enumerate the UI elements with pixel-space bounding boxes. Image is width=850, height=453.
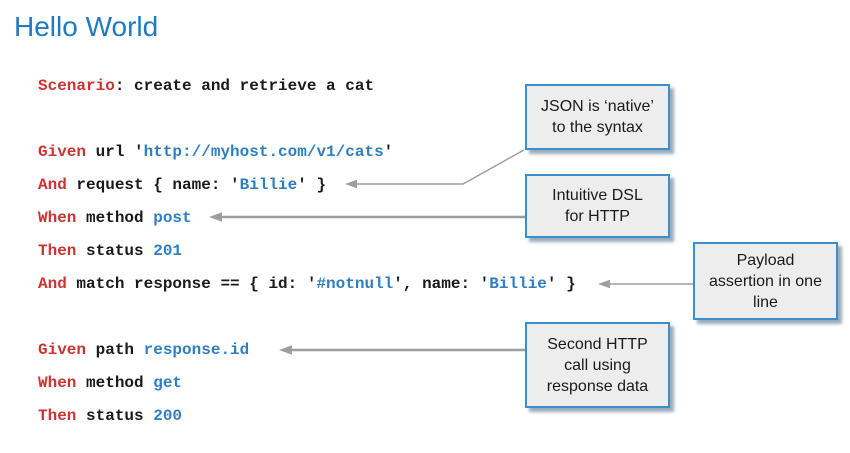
code-keyword: And [38, 176, 67, 194]
code-value: Billie [489, 275, 547, 293]
code-text: ', name: ' [393, 275, 490, 293]
code-value: 200 [153, 407, 183, 425]
code-keyword: When [38, 374, 77, 392]
code-text: status [76, 242, 154, 260]
code-value: http://myhost.com/v1/cats [143, 143, 384, 161]
code-text: url ' [86, 143, 144, 161]
connector-json-native [345, 149, 525, 189]
code-block: Scenario: create and retrieve a cat Give… [38, 70, 576, 433]
code-text: match response == { id: ' [66, 275, 317, 293]
code-text: request { name: ' [66, 176, 240, 194]
callout-intuitive-dsl: Intuitive DSL for HTTP [525, 174, 670, 238]
arrowhead-left-icon [209, 212, 222, 222]
code-keyword: Then [38, 242, 77, 260]
arrowhead-left-icon [345, 179, 357, 189]
code-text: ' } [546, 275, 576, 293]
arrowhead-left-icon [279, 345, 292, 355]
code-line: Scenario: create and retrieve a cat [38, 70, 576, 103]
code-value: #notnull [316, 275, 394, 293]
arrowhead-left-icon [598, 279, 610, 289]
code-keyword: Then [38, 407, 77, 425]
code-text: : create and retrieve a cat [114, 77, 375, 95]
code-line: Then status 201 [38, 235, 576, 268]
code-line: Then status 200 [38, 400, 576, 433]
code-text: ' } [297, 176, 327, 194]
code-keyword: And [38, 275, 67, 293]
code-keyword: Given [38, 143, 87, 161]
connector-payload-assertion [598, 279, 694, 289]
code-value: 201 [153, 242, 183, 260]
code-text: path [86, 341, 144, 359]
code-keyword: Scenario [38, 77, 115, 95]
callout-json-native: JSON is ‘native’ to the syntax [525, 84, 670, 150]
code-keyword: Given [38, 341, 87, 359]
code-value: post [153, 209, 192, 227]
code-line: Given url 'http://myhost.com/v1/cats' [38, 136, 576, 169]
code-text: method [76, 374, 154, 392]
connector-second-call [279, 345, 525, 355]
connector-intuitive-dsl [209, 212, 525, 222]
code-text: ' [383, 143, 394, 161]
code-keyword: When [38, 209, 77, 227]
code-value: Billie [239, 176, 298, 194]
callout-payload-assertion: Payload assertion in one line [693, 242, 838, 320]
code-text: status [76, 407, 154, 425]
code-value: response.id [143, 341, 250, 359]
code-line: Given path response.id [38, 334, 576, 367]
code-line: And request { name: 'Billie' } [38, 169, 576, 202]
code-line: When method post [38, 202, 576, 235]
page-title: Hello World [14, 11, 159, 42]
callout-second-call: Second HTTP call using response data [525, 322, 670, 408]
code-text: method [76, 209, 154, 227]
code-value: get [153, 374, 183, 392]
code-line: And match response == { id: '#notnull', … [38, 268, 576, 301]
code-line: When method get [38, 367, 576, 400]
